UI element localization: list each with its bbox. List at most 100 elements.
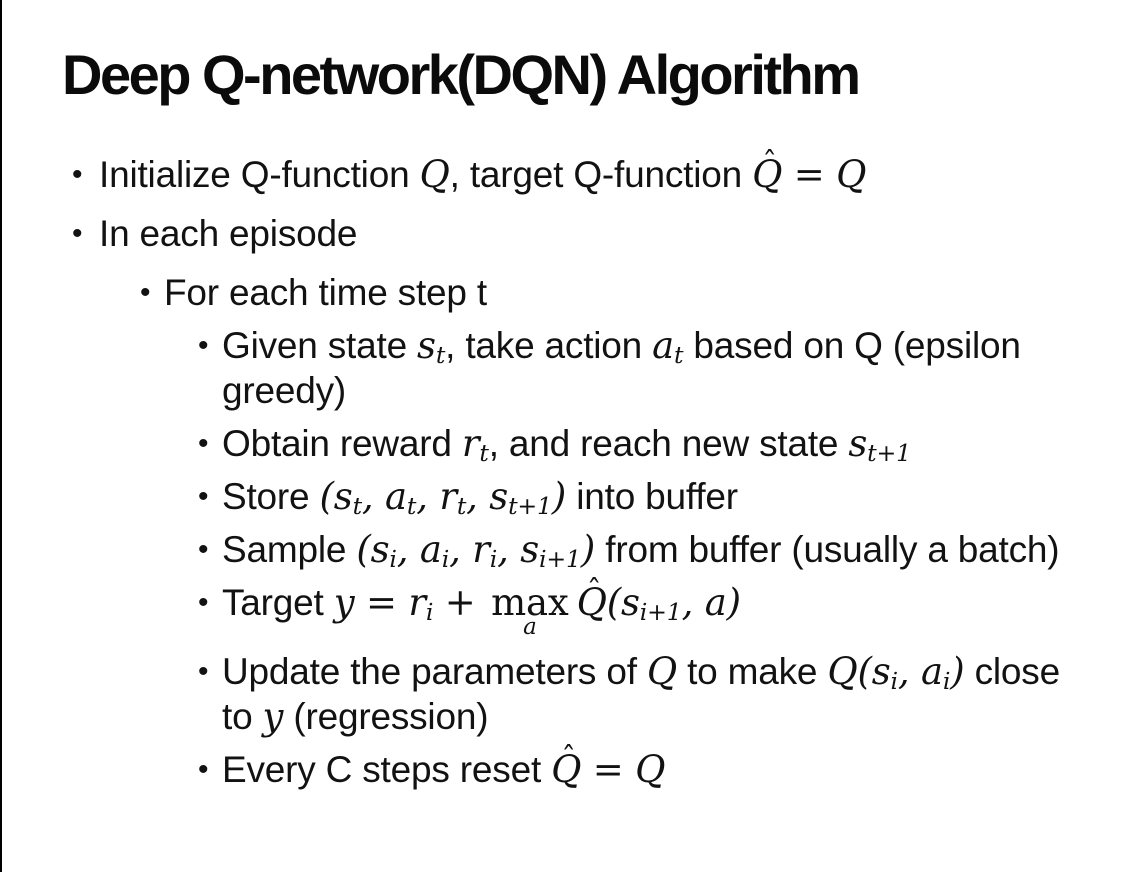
bullet-item-update-parameters: • Update the parameters of Q to make Q(si… <box>2 649 1122 739</box>
bullet-item-sample-from-buffer: • Sample (si, ai, ri, si+1) from buffer (… <box>2 527 1122 572</box>
bullet-text: Store (st, at, rt, st+1) into buffer <box>222 475 738 521</box>
text-run: Update the parameters of <box>222 651 647 692</box>
bullet-marker: • <box>198 329 209 362</box>
math-subscripted: ai <box>419 528 450 574</box>
math-run: ( <box>606 581 621 624</box>
math-run: , <box>897 650 922 693</box>
subscript: t <box>479 439 489 468</box>
bullet-text: In each episode <box>99 213 357 254</box>
math-subscripted: rt <box>461 422 489 468</box>
bullet-item-in-each-episode: • In each episode <box>2 211 1124 256</box>
bullet-marker: • <box>198 655 209 688</box>
text-run: Store <box>222 476 320 517</box>
subscript: t <box>352 492 363 521</box>
math-run: ) <box>551 475 567 518</box>
bullet-marker: • <box>198 480 209 513</box>
math-subscripted: st+1 <box>848 422 911 468</box>
bullet-marker: • <box>198 427 209 460</box>
subscript: t <box>406 492 417 521</box>
subscript: t+1 <box>867 439 911 468</box>
bullet-item-given-state-take-action: • Given state st, take action at based on… <box>2 323 1122 413</box>
math-run: Q <box>646 650 677 693</box>
bullet-text: Given state st, take action at based on … <box>222 324 1021 411</box>
subscript: t <box>456 492 467 521</box>
math-subscripted: si+1 <box>520 528 581 574</box>
math-subscripted: ai <box>921 650 951 696</box>
math-run: , <box>361 475 386 518</box>
bullet-item-store-into-buffer: • Store (st, at, rt, st+1) into buffer <box>2 474 1122 519</box>
text-run: close <box>964 651 1061 692</box>
math-subscripted: si+1 <box>620 581 682 627</box>
text-run: Every C steps reset <box>222 749 552 790</box>
bullet-item-for-each-time-step: • For each time step t <box>2 270 1124 315</box>
text-run: from buffer (usually a batch) <box>595 529 1060 570</box>
math-run: ) <box>580 528 596 571</box>
math-run: , <box>396 528 420 571</box>
text-run: , take action <box>445 325 653 366</box>
subscript: i <box>389 545 397 574</box>
bullet-text: Obtain reward rt, and reach new state st… <box>222 422 911 468</box>
math-base: Q <box>576 581 607 624</box>
text-run: , and reach new state <box>488 423 849 464</box>
bullet-marker: • <box>72 217 83 250</box>
math-subscripted: at <box>652 324 684 370</box>
bullet-text: Sample (si, ai, ri, si+1) from buffer (u… <box>222 528 1060 574</box>
math-subscripted: st <box>333 475 363 521</box>
operator-name: max <box>491 581 569 624</box>
math-run: , <box>449 528 473 571</box>
math-run: = Q <box>782 153 867 196</box>
subscript: i <box>489 545 498 574</box>
text-run: to make <box>677 651 828 692</box>
math-run: Q( <box>827 650 872 693</box>
subscript: t+1 <box>508 492 552 521</box>
bullet-text: For each time step t <box>164 272 487 313</box>
math-base: Q <box>752 153 783 196</box>
math-subscripted: ri <box>408 581 434 627</box>
bullet-marker: • <box>140 276 151 309</box>
subscript: i <box>425 598 434 627</box>
bullet-marker: • <box>198 586 209 619</box>
text-run: to <box>222 696 263 737</box>
math-base: Q <box>551 748 582 791</box>
math-run: y = <box>333 581 409 624</box>
math-run: ( <box>356 528 371 571</box>
text-run: , target Q-function <box>449 154 753 195</box>
text-run: (regression) <box>283 696 489 737</box>
math-run: ( <box>319 475 334 518</box>
bullet-marker: • <box>198 753 209 786</box>
subscript: i <box>441 545 450 574</box>
hat-accent: ˆ <box>561 741 576 776</box>
math-run: ) <box>950 650 965 693</box>
subscript: i <box>890 667 899 696</box>
subscript: t <box>674 341 684 370</box>
math-run: , <box>466 475 490 518</box>
subscript: t <box>435 341 446 370</box>
text-run: Obtain reward <box>222 423 462 464</box>
subscript: i+1 <box>539 545 581 574</box>
math-run: = Q <box>581 748 666 791</box>
text-run: based on Q (epsilon <box>683 325 1021 366</box>
math-subscripted: st+1 <box>489 475 552 521</box>
bullet-marker: • <box>72 158 83 191</box>
subscript: i <box>942 667 951 696</box>
hat-accent: ˆ <box>762 146 777 181</box>
bullet-text: Initialize Q-function Q, target Q-functi… <box>99 146 867 197</box>
bullet-marker: • <box>198 533 209 566</box>
text-run: Given state <box>222 325 418 366</box>
text-run: greedy) <box>222 370 347 411</box>
math-subscripted: at <box>385 475 417 521</box>
math-subscripted: st <box>417 324 446 370</box>
math-subscripted: si <box>871 650 899 696</box>
hat-accent: ˆ <box>586 574 602 609</box>
text-run: into buffer <box>566 476 738 517</box>
math-run: y <box>262 695 284 738</box>
bullet-item-initialize-q-function: • Initialize Q-function Q, target Q-funct… <box>2 146 1124 197</box>
text-run: For each time step t <box>164 272 487 313</box>
bullet-list: • Initialize Q-function Q, target Q-funct… <box>2 146 1124 800</box>
